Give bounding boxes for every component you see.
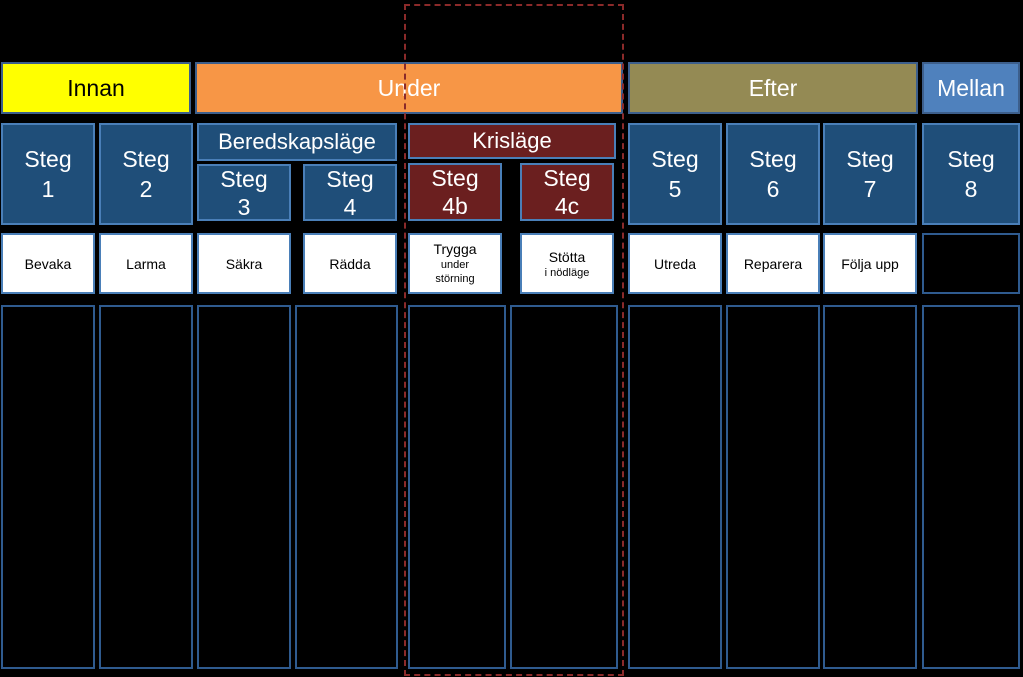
column-1 xyxy=(1,305,95,669)
group-krislage: Krisläge xyxy=(408,123,616,159)
column-4b xyxy=(408,305,506,669)
step-5: Steg 5 xyxy=(628,123,722,225)
step-4b-label: Steg xyxy=(431,165,479,191)
action-stotta-label: Stötta xyxy=(548,248,586,265)
column-4 xyxy=(295,305,398,669)
column-7 xyxy=(823,305,917,669)
action-trygga-label: Trygga xyxy=(433,241,477,257)
action-bevaka: Bevaka xyxy=(1,233,95,294)
step-1: Steg 1 xyxy=(1,123,95,225)
action-utreda: Utreda xyxy=(628,233,722,294)
action-reparera-label: Reparera xyxy=(743,255,803,272)
action-folja-upp: Följa upp xyxy=(823,233,917,294)
step-2: Steg 2 xyxy=(99,123,193,225)
phase-mellan: Mellan xyxy=(922,62,1020,114)
phase-efter-label: Efter xyxy=(748,74,798,101)
action-stotta: Stötta i nödläge xyxy=(520,233,614,294)
group-krislage-label: Krisläge xyxy=(472,128,552,153)
step-4c-number: 4c xyxy=(554,193,580,219)
action-larma: Larma xyxy=(99,233,193,294)
action-empty-8 xyxy=(922,233,1020,294)
action-stotta-sub: i nödläge xyxy=(544,266,590,279)
step-8-label: Steg xyxy=(947,146,995,172)
step-2-number: 2 xyxy=(139,176,153,202)
step-4b: Steg 4b xyxy=(408,163,502,221)
step-7: Steg 7 xyxy=(823,123,917,225)
action-trygga-sub2: störning xyxy=(435,273,475,285)
column-4c xyxy=(510,305,618,669)
action-trygga: Trygga under störning xyxy=(408,233,502,294)
step-3-number: 3 xyxy=(237,193,251,220)
phase-innan-label: Innan xyxy=(67,74,125,101)
column-6 xyxy=(726,305,820,669)
step-4: Steg 4 xyxy=(303,164,397,221)
group-beredskapslage-label: Beredskapsläge xyxy=(218,129,376,154)
action-folja-upp-label: Följa upp xyxy=(841,255,899,272)
step-6-number: 6 xyxy=(766,176,780,202)
step-8-number: 8 xyxy=(964,176,978,202)
phase-efter: Efter xyxy=(628,62,918,114)
phase-under: Under xyxy=(195,62,623,114)
action-sakra: Säkra xyxy=(197,233,291,294)
action-bevaka-label: Bevaka xyxy=(24,255,72,272)
step-3: Steg 3 xyxy=(197,164,291,221)
step-4c: Steg 4c xyxy=(520,163,614,221)
action-trygga-sub1: under xyxy=(440,259,470,271)
column-2 xyxy=(99,305,193,669)
column-3 xyxy=(197,305,291,669)
action-reparera: Reparera xyxy=(726,233,820,294)
step-4-label: Steg xyxy=(326,165,374,192)
step-2-label: Steg xyxy=(122,146,170,172)
phase-mellan-label: Mellan xyxy=(937,74,1005,101)
step-7-label: Steg xyxy=(846,146,894,172)
step-5-label: Steg xyxy=(651,146,699,172)
step-7-number: 7 xyxy=(863,176,877,202)
step-6: Steg 6 xyxy=(726,123,820,225)
column-8 xyxy=(922,305,1020,669)
action-larma-label: Larma xyxy=(126,255,166,272)
step-1-label: Steg xyxy=(24,146,72,172)
step-1-number: 1 xyxy=(41,176,55,202)
group-beredskapslage: Beredskapsläge xyxy=(197,123,397,161)
step-3-label: Steg xyxy=(220,165,268,192)
action-utreda-label: Utreda xyxy=(653,255,697,272)
step-4b-number: 4b xyxy=(442,193,468,219)
action-radda-label: Rädda xyxy=(329,255,371,272)
column-5 xyxy=(628,305,722,669)
phase-innan: Innan xyxy=(1,62,191,114)
step-8: Steg 8 xyxy=(922,123,1020,225)
action-radda: Rädda xyxy=(303,233,397,294)
step-5-number: 5 xyxy=(668,176,682,202)
step-6-label: Steg xyxy=(749,146,797,172)
action-sakra-label: Säkra xyxy=(225,255,263,272)
step-4c-label: Steg xyxy=(543,165,591,191)
phase-under-label: Under xyxy=(377,74,441,101)
step-4-number: 4 xyxy=(343,193,357,220)
